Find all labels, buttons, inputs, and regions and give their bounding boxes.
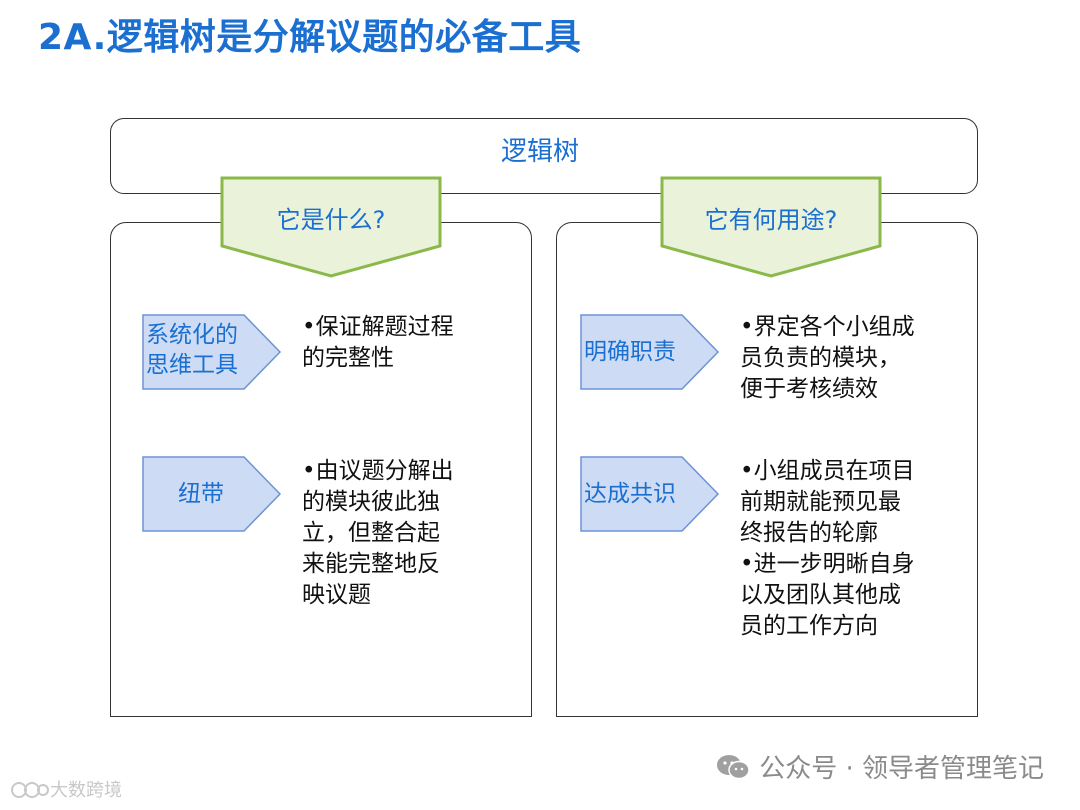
watermark: 大数跨境 (10, 776, 122, 802)
heading-pentagon-right (660, 176, 882, 278)
desc-link: •由议题分解出 的模块彼此独 立，但整合起 来能完整地反 映议题 (302, 458, 454, 608)
tag-shape-systematic (142, 314, 282, 390)
root-node-label: 逻辑树 (500, 137, 579, 167)
watermark-logo-icon (11, 782, 49, 798)
desc-consensus: •小组成员在项目 前期就能预见最 终报告的轮廓 •进一步明晰自身 以及团队其他成… (740, 458, 915, 639)
tag-label-responsibility: 明确职责 (584, 339, 676, 365)
wechat-icon (717, 755, 750, 780)
tag-shape-responsibility (580, 314, 720, 390)
watermark-text: 大数跨境 (50, 780, 122, 801)
desc-systematic: •保证解题过程 的完整性 (302, 314, 454, 371)
heading-right-label: 它有何用途? (704, 206, 838, 234)
tag-shape-link (142, 456, 282, 532)
heading-pentagon-left (220, 176, 442, 278)
tag-label-systematic: 系统化的 思维工具 (146, 322, 238, 378)
page-title: 2A.逻辑树是分解议题的必备工具 (38, 17, 582, 58)
tag-label-link: 纽带 (178, 481, 224, 507)
tag-shape-consensus (580, 456, 720, 532)
tag-label-consensus: 达成共识 (584, 481, 676, 507)
footer-credit: 公众号 · 领导者管理笔记 (715, 748, 1044, 785)
footer-text: 公众号 · 领导者管理笔记 (759, 754, 1044, 784)
desc-responsibility: •界定各个小组成 员负责的模块， 便于考核绩效 (740, 314, 915, 402)
heading-left-label: 它是什么? (276, 206, 386, 234)
